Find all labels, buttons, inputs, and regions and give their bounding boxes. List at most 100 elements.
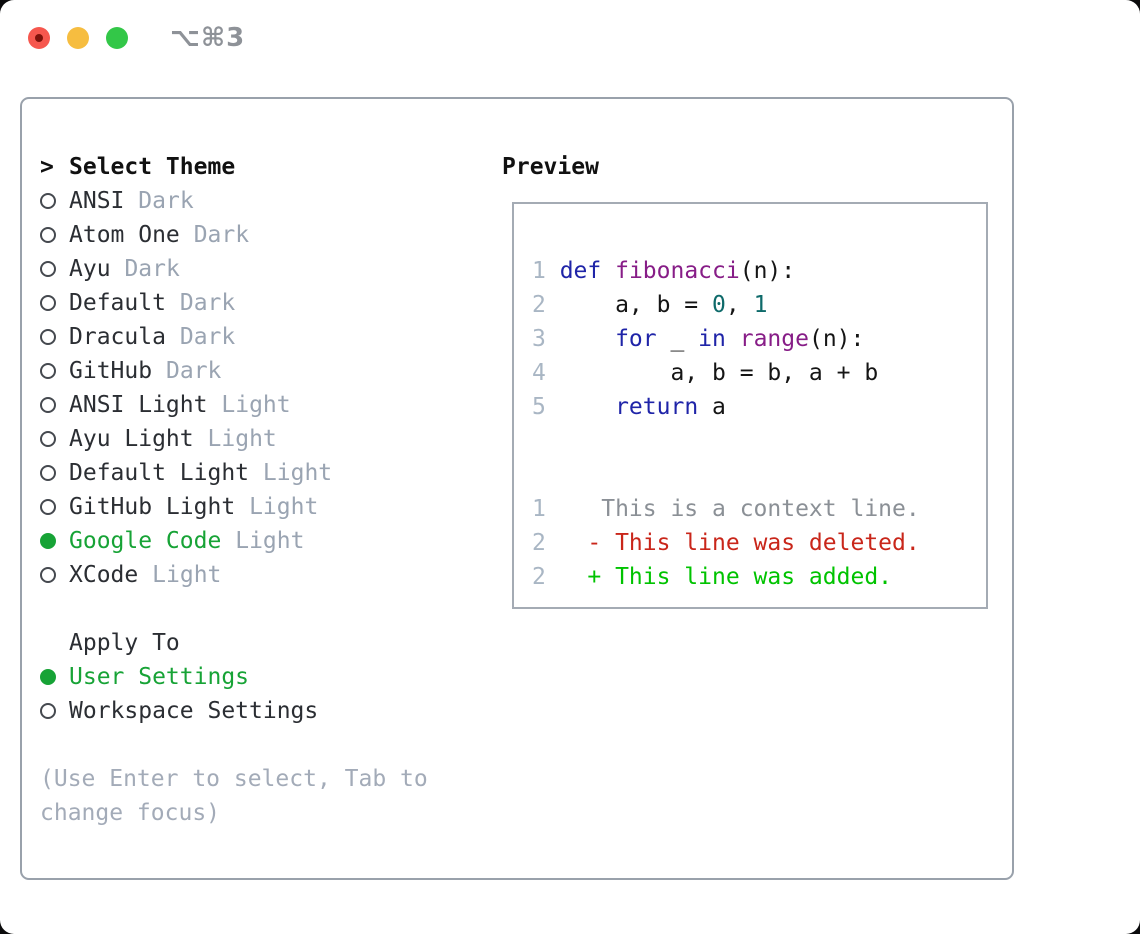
code-token-lit: 1 — [753, 292, 768, 318]
window-title: ⌥⌘3 — [170, 22, 246, 53]
code-token-lit: 0 — [712, 292, 726, 318]
theme-name: Google Code — [69, 528, 222, 554]
code-token-pln — [560, 394, 615, 420]
code-token-kwd: def — [559, 258, 602, 284]
radio-unselected-icon — [40, 363, 56, 379]
theme-name: Default Light — [69, 460, 250, 486]
radio-selected-icon — [40, 669, 56, 685]
select-theme-header: >Select Theme — [40, 150, 502, 184]
radio-unselected-icon — [40, 567, 56, 583]
theme-name: ANSI Light — [69, 392, 208, 418]
code-token-pln: (n): — [739, 258, 796, 284]
marker-placeholder — [40, 635, 56, 651]
theme-variant-badge: Light — [235, 528, 305, 554]
theme-name: Ayu — [69, 256, 111, 282]
theme-option-github[interactable]: GitHub Dark — [40, 354, 502, 388]
theme-variant-badge: Dark — [124, 256, 180, 282]
line-number: 1 — [532, 496, 546, 522]
theme-name: Ayu Light — [69, 426, 194, 452]
radio-unselected-icon — [40, 261, 56, 277]
code-token-kwd: return — [615, 394, 699, 420]
radio-unselected-icon — [40, 465, 56, 481]
theme-variant-badge: Light — [221, 392, 291, 418]
theme-option-ayu-light[interactable]: Ayu Light Light — [40, 422, 502, 456]
cursor-prefix-icon: > — [40, 154, 54, 180]
code-line: 4 a, b = b, a + b — [532, 356, 986, 390]
diff-text: + This line was added. — [559, 564, 893, 590]
code-token-kwd: in — [698, 326, 726, 352]
diff-text: - This line was deleted. — [559, 530, 920, 556]
theme-option-google-code[interactable]: Google Code Light — [40, 524, 502, 558]
line-number: 4 — [532, 360, 546, 386]
theme-variant-badge: Dark — [166, 358, 222, 384]
titlebar: ⌥⌘3 — [0, 0, 1140, 75]
theme-name: GitHub — [69, 358, 153, 384]
apply-to-label: Apply To — [69, 630, 180, 656]
theme-variant-badge: Dark — [179, 324, 236, 350]
spacer — [40, 728, 502, 762]
code-token-kwd: for — [615, 326, 657, 352]
close-button[interactable] — [28, 26, 50, 49]
code-token-fn: fibonacci — [615, 258, 740, 284]
radio-unselected-icon — [40, 431, 56, 447]
theme-variant-badge: Light — [249, 494, 319, 520]
theme-variant-badge: Light — [207, 426, 277, 452]
code-line: 2 a, b = 0, 1 — [532, 288, 986, 322]
code-token-pln — [560, 326, 615, 352]
apply-option-label: User Settings — [69, 664, 250, 690]
code-token-pln — [601, 258, 615, 284]
line-number: 3 — [532, 326, 546, 352]
apply-option-user-settings[interactable]: User Settings — [40, 660, 502, 694]
spacer — [532, 458, 986, 492]
line-number: 1 — [532, 258, 546, 284]
theme-option-default-light[interactable]: Default Light Light — [40, 456, 502, 490]
theme-name: Default — [69, 290, 166, 316]
line-number: 2 — [532, 564, 546, 590]
radio-selected-icon — [40, 533, 56, 549]
code-line: 1 def fibonacci(n): — [532, 254, 986, 288]
diff-preview: 1 This is a context line. 2 - This line w… — [532, 492, 986, 594]
radio-unselected-icon — [40, 499, 56, 515]
theme-variant-badge: Light — [262, 460, 333, 486]
line-number: 5 — [532, 394, 546, 420]
preview-title: Preview — [502, 154, 599, 180]
line-number: 2 — [532, 292, 546, 318]
theme-option-atom-one[interactable]: Atom One Dark — [40, 218, 502, 252]
apply-option-label: Workspace Settings — [69, 698, 319, 724]
theme-variant-badge: Dark — [193, 222, 250, 248]
theme-variant-badge: Dark — [138, 188, 194, 214]
theme-name: Atom One — [69, 222, 180, 248]
radio-unselected-icon — [40, 193, 56, 209]
code-token-pln: (n): — [808, 326, 865, 352]
line-number: 2 — [532, 530, 546, 556]
radio-unselected-icon — [40, 295, 56, 311]
diff-line-added: 2 + This line was added. — [532, 560, 986, 594]
theme-name: XCode — [69, 562, 139, 588]
code-line: 5 return a — [532, 390, 986, 424]
theme-option-ansi[interactable]: ANSI Dark — [40, 184, 502, 218]
code-token-pln: _ — [656, 326, 699, 352]
zoom-button[interactable] — [106, 26, 128, 49]
diff-text: This is a context line. — [559, 496, 920, 522]
apply-option-workspace-settings[interactable]: Workspace Settings — [40, 694, 502, 728]
keyboard-hint: (Use Enter to select, Tab to change focu… — [40, 766, 428, 826]
radio-unselected-icon — [40, 397, 56, 413]
theme-option-ansi-light[interactable]: ANSI Light Light — [40, 388, 502, 422]
radio-unselected-icon — [40, 227, 56, 243]
code-token-pln: a, b = — [559, 292, 713, 318]
theme-option-ayu[interactable]: Ayu Dark — [40, 252, 502, 286]
theme-name: ANSI — [69, 188, 125, 214]
radio-unselected-icon — [40, 703, 56, 719]
minimize-button[interactable] — [67, 26, 89, 49]
